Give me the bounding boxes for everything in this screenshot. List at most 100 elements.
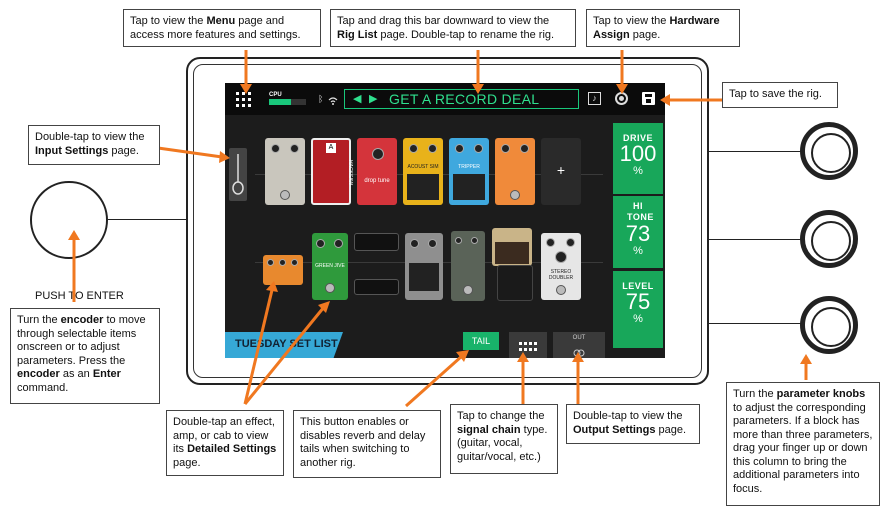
callout-input-text-1: Double-tap to view the	[35, 131, 145, 143]
knob-connector-1	[709, 151, 801, 152]
callout-encoder-bold-3: Enter	[92, 368, 121, 380]
signal-chain-icon	[519, 339, 537, 357]
param-hi-tone-value: 73	[625, 221, 651, 246]
arrow-right-icon[interactable]: ▶	[369, 93, 378, 105]
callout-encoder-bold-1: encoder	[60, 314, 104, 326]
pedal-label-drop-tune: drop tune	[364, 178, 390, 184]
callout-encoder-text-2: to move through selectable items onscree…	[17, 314, 146, 367]
callout-input-bold: Input Settings	[35, 144, 109, 157]
pedal-label-tripper: TRIPPER	[458, 164, 480, 170]
callout-effect-bold: Detailed Settings	[187, 443, 277, 455]
amp-head[interactable]	[354, 233, 399, 251]
param-level[interactable]: LEVEL 75 %	[613, 271, 663, 348]
parameter-knob-2[interactable]	[800, 210, 858, 268]
param-drive[interactable]: DRIVE 100 %	[613, 123, 663, 194]
pedal-stereo-doubler[interactable]: STEREO DOUBLER	[541, 233, 581, 300]
callout-effect-text-1: Double-tap an effect, amp, or cab to vie…	[173, 416, 275, 455]
callout-encoder-bold-2: encoder	[17, 368, 60, 380]
knob-connector-3	[709, 323, 801, 324]
callout-hardware-assign: Tap to view the Hardware Assign page.	[586, 9, 740, 47]
pedal-orange-drive[interactable]	[263, 255, 303, 285]
param-drive-label: DRIVE	[622, 133, 653, 143]
callout-save: Tap to save the rig.	[722, 82, 838, 108]
callout-encoder: Turn the encoder to move through selecta…	[10, 308, 160, 404]
callout-menu-text-2: page and access more features and settin…	[130, 15, 301, 41]
pedal-acoustic-sim[interactable]: ACOUST SIM	[403, 138, 443, 205]
pedal-green-jive[interactable]: GREEN JIVE	[312, 233, 348, 300]
pedal-drop-tune[interactable]: drop tune	[357, 138, 397, 205]
tail-button[interactable]: TAIL	[463, 332, 499, 350]
output-button[interactable]: OUT	[553, 332, 605, 358]
pedal-label-green-jive: GREEN JIVE	[315, 263, 345, 269]
param-hi-tone-unit: %	[633, 245, 643, 257]
signal-chain-button[interactable]	[509, 332, 547, 358]
arrow-left-icon[interactable]: ◀	[353, 93, 362, 105]
callout-hardware-text-2: page.	[629, 28, 661, 41]
callout-output-bold: Output Settings	[573, 423, 656, 436]
callout-output-text-1: Double-tap to view the	[573, 410, 683, 422]
hardware-assign-icon[interactable]	[615, 92, 628, 105]
pedal-orange-vibe[interactable]	[495, 138, 535, 205]
pedal-crowd-comp[interactable]	[265, 138, 305, 205]
param-level-unit: %	[633, 313, 643, 325]
callout-hardware-bold: Hardware Assign	[593, 15, 720, 41]
callout-tail: This button enables or disables reverb a…	[293, 410, 441, 478]
cab-large[interactable]	[497, 265, 533, 301]
callout-parameter-knobs: Turn the parameter knobs to adjust the c…	[726, 382, 880, 506]
amp-combo[interactable]	[492, 228, 532, 266]
callout-encoder-text-1: Turn the	[17, 314, 61, 326]
callout-input-text-2: page.	[108, 144, 139, 157]
callout-effect-text-2: page.	[173, 456, 201, 469]
knob-connector-2	[709, 239, 801, 240]
param-drive-value: 100	[619, 141, 657, 166]
parameter-knob-3[interactable]	[800, 296, 858, 354]
output-icon	[573, 344, 585, 358]
add-symbol: +	[556, 162, 566, 178]
callout-menu: Tap to view the Menu page and access mor…	[123, 9, 321, 47]
menu-grid-icon[interactable]	[236, 92, 251, 107]
tail-label: TAIL	[471, 336, 491, 346]
touchscreen: CPU ᛒ ◀ ▶ GET A RECORD DEAL ♪ A	[225, 83, 665, 358]
param-hi-tone-label: HI TONE	[627, 201, 654, 222]
callout-chain-text-2: type. (guitar, vocal, guitar/vocal, etc.…	[457, 423, 548, 463]
pedal-label-hacksaw: HACKSAW	[347, 160, 353, 186]
guitar-input-icon[interactable]	[229, 148, 247, 201]
pedal-hacksaw[interactable]: A HACKSAW	[311, 138, 353, 205]
callout-knobs-text-2: to adjust the corresponding parameters. …	[733, 401, 873, 495]
callout-signal-chain: Tap to change the signal chain type. (gu…	[450, 404, 558, 474]
param-level-value: 75	[625, 289, 651, 314]
callout-tail-text: This button enables or disables reverb a…	[300, 416, 426, 469]
callout-encoder-text-4: command.	[17, 381, 69, 394]
callout-chain-bold: signal chain	[457, 423, 521, 436]
pedal-dark-green[interactable]	[451, 231, 485, 301]
callout-riglist-text-1: Tap and drag this bar downward to view t…	[337, 15, 550, 27]
cab-small[interactable]	[354, 279, 399, 295]
bluetooth-icon: ᛒ	[318, 94, 324, 104]
pedal-label-stereo-doubler: STEREO DOUBLER	[548, 269, 574, 281]
cpu-meter	[269, 99, 306, 105]
setlist-tab[interactable]: TUESDAY SET LIST	[225, 332, 343, 358]
callout-save-text: Tap to save the rig.	[729, 88, 822, 100]
callout-detailed-settings: Double-tap an effect, amp, or cab to vie…	[166, 410, 284, 476]
callout-rig-list: Tap and drag this bar downward to view t…	[330, 9, 576, 47]
callout-riglist-text-2: page. Double-tap to rename the rig.	[377, 28, 555, 41]
rig-name-bar[interactable]: ◀ ▶ GET A RECORD DEAL	[344, 89, 579, 109]
add-block-button[interactable]: +	[541, 138, 581, 205]
push-to-enter-label: PUSH TO ENTER	[35, 290, 124, 302]
save-icon[interactable]	[642, 92, 655, 105]
wifi-icon	[328, 93, 338, 105]
pedal-tripper[interactable]: TRIPPER	[449, 138, 489, 205]
callout-menu-text-1: Tap to view the	[130, 15, 207, 27]
top-bar: CPU ᛒ ◀ ▶ GET A RECORD DEAL ♪	[225, 83, 665, 115]
parameter-knob-1[interactable]	[800, 122, 858, 180]
callout-chain-text-1: Tap to change the	[457, 410, 545, 422]
callout-riglist-bold: Rig List	[337, 28, 378, 41]
pedal-silver-1[interactable]	[405, 233, 443, 300]
rig-name: GET A RECORD DEAL	[389, 91, 540, 107]
tuner-icon[interactable]: ♪	[588, 92, 601, 105]
callout-input-settings: Double-tap to view the Input Settings pa…	[28, 125, 160, 165]
param-hi-tone[interactable]: HI TONE 73 %	[613, 196, 663, 268]
param-level-label: LEVEL	[622, 281, 654, 291]
encoder-knob[interactable]	[30, 181, 108, 259]
pedal-label-acoustic-sim: ACOUST SIM	[407, 164, 439, 170]
